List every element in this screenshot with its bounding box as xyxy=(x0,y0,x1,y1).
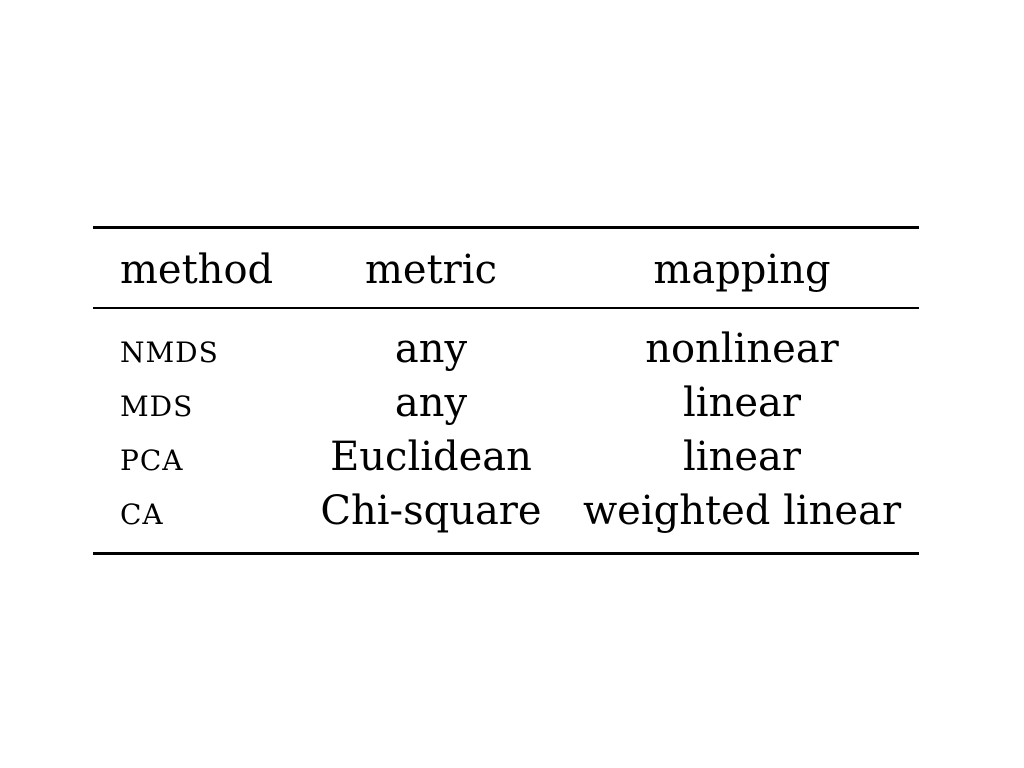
row-mapping: nonlinear xyxy=(645,326,839,372)
row-method: PCA xyxy=(120,434,184,480)
table-row: MDS any linear xyxy=(93,379,919,433)
table-row: NMDS any nonlinear xyxy=(93,325,919,379)
row-metric: any xyxy=(394,380,468,426)
row-mapping: weighted linear xyxy=(582,488,902,534)
row-metric: any xyxy=(394,326,468,372)
table-body: NMDS any nonlinear MDS any linear PCA Eu… xyxy=(93,309,919,552)
table-row: PCA Euclidean linear xyxy=(93,433,919,487)
header-mapping: mapping xyxy=(653,247,831,293)
row-method: NMDS xyxy=(120,326,219,372)
methods-table: method metric mapping NMDS any nonlinear… xyxy=(93,226,919,555)
row-mapping: linear xyxy=(683,380,801,426)
row-metric: Chi-square xyxy=(320,488,542,534)
bottom-rule xyxy=(93,552,919,555)
header-metric: metric xyxy=(365,247,497,293)
header-row: method metric mapping xyxy=(93,229,919,307)
table-row: CA Chi-square weighted linear xyxy=(93,487,919,541)
top-rule xyxy=(93,226,919,229)
mid-rule xyxy=(93,307,919,309)
header-method: method xyxy=(120,247,274,293)
row-metric: Euclidean xyxy=(330,434,532,480)
row-method: MDS xyxy=(120,380,194,426)
row-method: CA xyxy=(120,488,164,534)
row-mapping: linear xyxy=(683,434,801,480)
